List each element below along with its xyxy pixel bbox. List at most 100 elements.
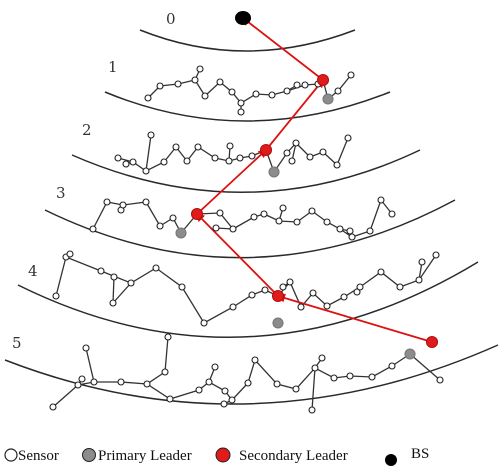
sensor-node [275,217,283,225]
sensor-node [195,386,203,394]
level-label-2: 2 [82,121,92,139]
sensor-node [78,375,86,383]
primary-leader-node [175,227,187,239]
sensor-node [340,293,348,301]
arc-4 [17,261,479,338]
sensor-node [164,333,172,341]
sensor-node [353,288,361,296]
sensor-node [216,78,224,86]
sensor-node [156,82,164,90]
sensor-chain-level-2 [117,137,349,174]
sensor-node [211,363,219,371]
sensor-node [160,158,168,166]
sensor-node [52,292,60,300]
sensor-node [205,378,213,386]
arc-0 [139,29,356,52]
legend-primary-leader-label: Primary Leader [98,448,192,464]
sensor-node [194,143,202,151]
sensor-node [318,354,326,362]
sensor-node [308,406,316,414]
primary-leader-node [404,348,416,360]
sensor-node [221,387,229,395]
route-arrow [196,148,268,215]
sensor-node [323,218,331,226]
sensor-node [109,299,117,307]
sensor-node [244,379,252,387]
sensor-node [82,344,90,352]
level-label-5: 5 [12,334,22,352]
sensor-node [330,374,338,382]
nodes [49,65,444,414]
sensor-node [436,376,444,384]
sensor-node [183,157,191,165]
sensor-node [74,381,82,389]
sensor-node [161,368,169,376]
sensor-link [145,134,152,172]
sensor-node [283,87,291,95]
sensor-node [110,273,118,281]
sensor-node [308,207,316,215]
route-arrow [241,16,324,81]
sensor-node [334,87,342,95]
sensor-node [122,160,130,168]
sensor-link [146,371,166,385]
sensor-node [142,167,150,175]
sensor-node [293,218,301,226]
sensor-node [311,364,319,372]
sensor-node [228,396,236,404]
sensor-node [172,143,180,151]
sensor-node [292,139,300,147]
sensor-node [377,268,385,276]
sensor-links [52,68,441,411]
routing-path [195,16,433,343]
sensor-node [346,372,354,380]
sensor-node [348,233,356,241]
sensor-node [248,152,256,160]
sensor-node [216,209,224,217]
sensor-node [396,283,404,291]
sensor-node [252,90,260,98]
sensor-node [356,283,364,291]
sensor-node [418,258,426,266]
primary-leader-node [322,93,334,105]
sensor-node [319,148,327,156]
sensor-node [279,204,287,212]
sensor-node [366,227,374,235]
secondary-leader-node [316,73,330,87]
sensor-node [292,385,300,393]
sensor-node [306,153,314,161]
sensor-node [90,378,98,386]
sensor-node [196,65,204,73]
secondary-leader-node [259,143,273,157]
sensor-node [201,92,209,100]
legend-sensor-icon [4,448,18,462]
sensor-node [97,267,105,275]
sensor-node [237,99,245,107]
sensor-node [143,380,151,388]
legend-secondary-leader-label: Secondary Leader [239,448,348,464]
sensor-node [166,395,174,403]
sensor-link [112,282,132,304]
sensor-node [279,283,287,291]
level-label-3: 3 [56,184,66,202]
legend: Sensor Primary Leader Secondary Leader B… [4,446,429,466]
level-label-0: 0 [166,10,176,28]
sensor-link [164,336,169,373]
sensor-node [66,250,74,258]
sensor-node [229,303,237,311]
primary-leader-node [268,166,280,178]
sensor-node [368,373,376,381]
sensor-node [237,108,245,116]
arc-3 [44,199,456,259]
sensor-node [220,400,228,408]
sensor-node [261,286,269,294]
sensor-node [250,213,258,221]
sensor-node [273,380,281,388]
sensor-node [309,289,317,297]
sensor-node [293,81,301,89]
sensor-node [288,157,296,165]
sensor-node [103,198,111,206]
secondary-leader-node [190,207,204,221]
sensor-node [156,222,164,230]
